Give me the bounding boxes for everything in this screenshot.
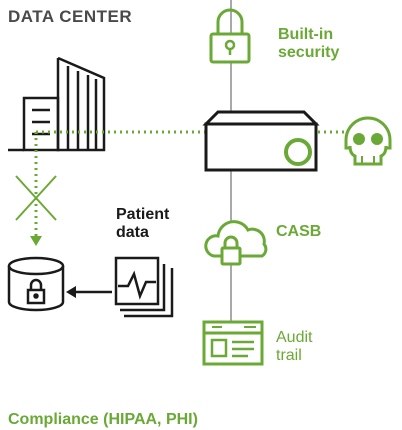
diagram-title: DATA CENTER [8, 7, 133, 26]
cloud-lock-icon [204, 220, 268, 266]
security-label-line2: security [278, 44, 340, 62]
audit-label-line2: trail [276, 347, 302, 365]
security-label-line1: Built-in [278, 26, 334, 43]
down-arrowhead [30, 236, 42, 246]
data-stack-icon [114, 256, 174, 318]
server-appliance-icon [202, 110, 320, 172]
casb-label: CASB [276, 223, 322, 240]
patient-data-label: Patient data [116, 206, 169, 243]
left-arrowhead [66, 286, 76, 298]
database-lock-icon [7, 256, 65, 312]
blocked-x-icon [15, 175, 57, 221]
audit-trail-label: Audit trail [276, 329, 312, 366]
patient-label-line1: Patient [116, 206, 170, 223]
patient-label-line2: data [116, 224, 149, 242]
audit-doc-icon [202, 320, 264, 366]
padlock-icon [209, 8, 251, 64]
compliance-label: Compliance (HIPAA, PHI) [8, 411, 198, 428]
security-label: Built-in security [278, 26, 339, 63]
skull-threat-icon [344, 116, 392, 166]
audit-label-line1: Audit [276, 329, 313, 346]
building-icon [8, 56, 106, 152]
